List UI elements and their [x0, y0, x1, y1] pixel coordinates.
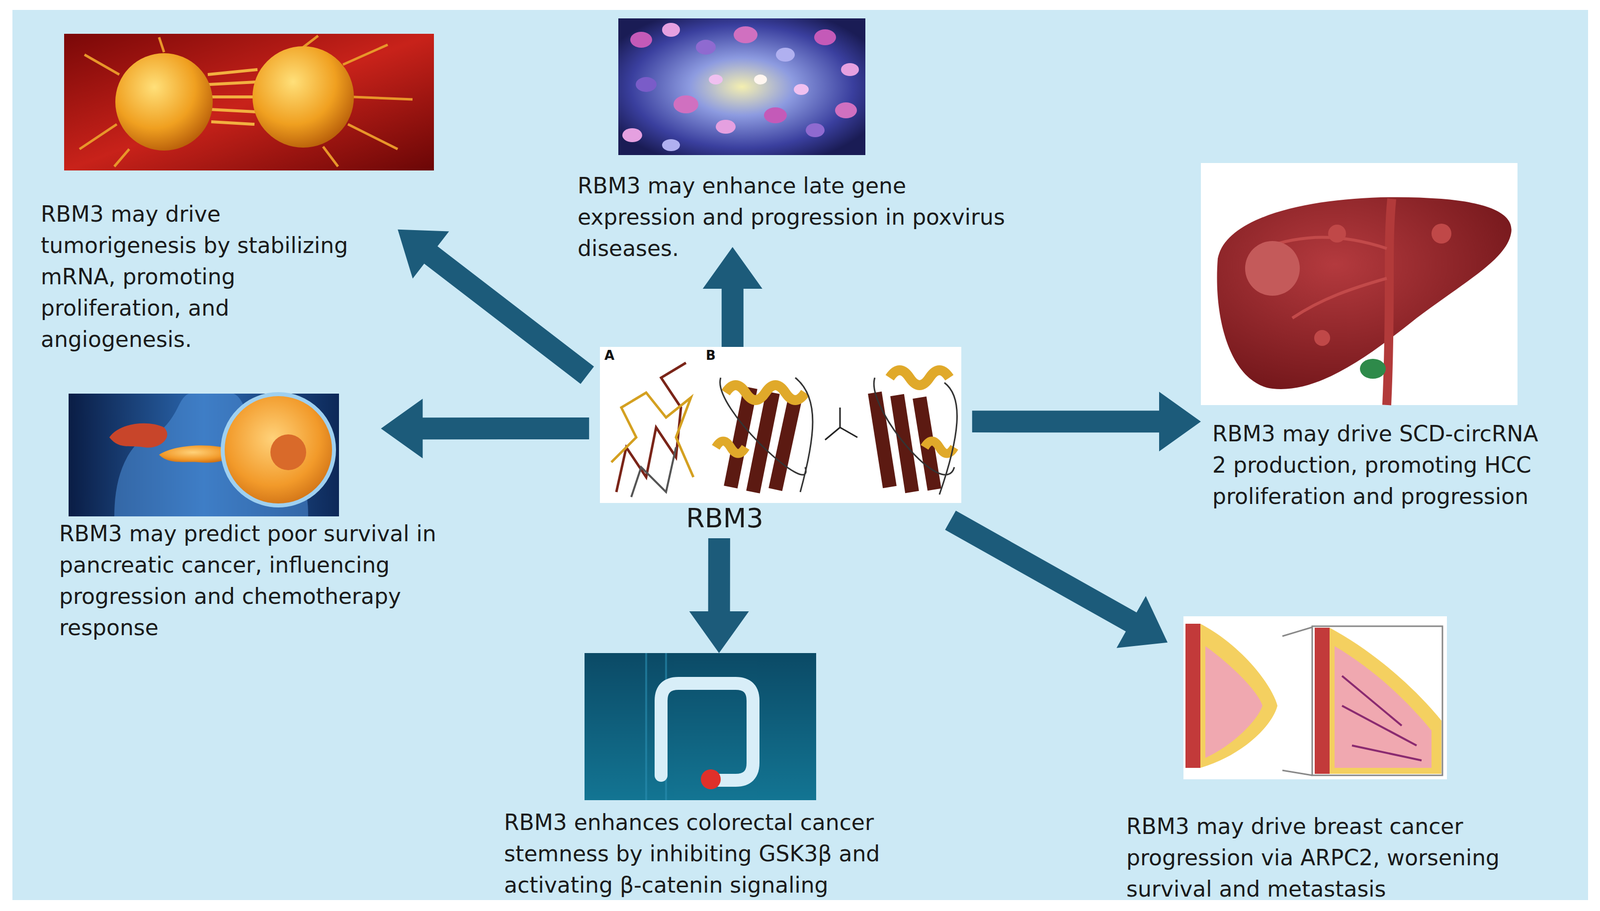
- block-arrow: [380, 398, 590, 459]
- structure-backdrop: [599, 346, 962, 504]
- panel-letter: B: [705, 347, 716, 363]
- fat-layer: [1200, 623, 1278, 768]
- virus-particle: [715, 119, 736, 134]
- gland-tissue: [1205, 646, 1263, 758]
- virus-particle: [775, 47, 795, 62]
- loop-trace: [720, 377, 813, 493]
- tumor-cell: [115, 53, 213, 151]
- virus-particle: [695, 39, 716, 55]
- finding-node: RBM3 may drive tumorigenesis by stabiliz…: [40, 33, 434, 358]
- pancreas-backdrop: [68, 393, 339, 517]
- virus-particle: [662, 22, 680, 37]
- fat-layer: [1329, 627, 1442, 774]
- virus-particle: [630, 31, 653, 48]
- zoom-lines: [1282, 627, 1313, 776]
- beta-strand: [730, 387, 796, 493]
- virus-particle: [622, 128, 643, 143]
- tumor-backdrop: [64, 33, 434, 171]
- virus-particle: [805, 123, 825, 138]
- colon-shape: [661, 683, 754, 781]
- node-text: RBM3 may enhance late gene expression an…: [577, 169, 1019, 264]
- node-text: RBM3 may drive SCD-circRNA 2 production,…: [1212, 418, 1550, 512]
- alpha-helix: [715, 441, 746, 454]
- block-arrow: [972, 391, 1201, 452]
- loop-trace: [873, 377, 957, 495]
- finding-node: RBM3 may predict poor survival in pancre…: [59, 393, 472, 645]
- finding-node: RBM3 may drive SCD-circRNA 2 production,…: [1200, 163, 1556, 514]
- liver-shape: [1216, 197, 1512, 390]
- liver-tumor: [1431, 223, 1452, 244]
- alpha-helix: [889, 370, 950, 386]
- virus-particle: [662, 139, 680, 152]
- axis-symbol: [825, 407, 858, 440]
- virus-particle: [635, 77, 657, 92]
- virus-particle: [733, 26, 758, 44]
- liver-backdrop: [1200, 163, 1518, 406]
- virus-particle: [754, 74, 767, 85]
- liver-tumor: [1328, 224, 1347, 243]
- block-arrow: [702, 247, 763, 347]
- virus-particle: [814, 29, 837, 46]
- alpha-helix: [924, 441, 955, 454]
- central-node: RBM3: [599, 346, 962, 539]
- colon-backdrop: [584, 653, 817, 801]
- gland-tissue: [1334, 646, 1432, 768]
- gallbladder: [1359, 358, 1386, 379]
- finding-node: RBM3 enhances colorectal cancer stemness…: [504, 653, 925, 902]
- virus-particle: [763, 107, 787, 124]
- block-arrow: [944, 510, 1168, 649]
- liver-tumor: [1245, 241, 1300, 296]
- block-arrow: [689, 538, 750, 654]
- colon-tumor: [700, 769, 721, 790]
- zoom-frame: [1312, 626, 1443, 776]
- panel-letter: A: [604, 347, 615, 363]
- virus-particles: [622, 22, 859, 152]
- blood-vessel: [1386, 198, 1392, 406]
- backbone-trace: [611, 392, 694, 478]
- pancreas-inset: [222, 394, 335, 506]
- alpha-helix: [725, 385, 806, 401]
- pancreas-tumor: [270, 434, 307, 471]
- cell-filaments: [207, 69, 258, 125]
- node-text: RBM3 enhances colorectal cancer stemness…: [504, 806, 922, 901]
- virus-particle: [793, 84, 809, 95]
- finding-node: RBM3 may enhance late gene expression an…: [577, 18, 1021, 267]
- virus-backdrop: [618, 18, 866, 156]
- virus-particle: [673, 95, 699, 114]
- liver-organ: [109, 423, 168, 448]
- node-text: RBM3 may drive tumorigenesis by stabiliz…: [40, 198, 364, 355]
- muscle-layer: [1185, 623, 1201, 768]
- virus-particle: [708, 74, 723, 85]
- backbone-trace: [616, 362, 686, 493]
- virus-particle: [835, 102, 857, 119]
- ducts: [1342, 675, 1422, 761]
- node-text: RBM3 may drive breast cancer progression…: [1126, 810, 1534, 905]
- breast-backdrop: [1183, 616, 1447, 780]
- node-text: RBM3 may predict poor survival in pancre…: [59, 517, 472, 644]
- tumor-cell: [252, 46, 354, 148]
- block-arrow: [397, 229, 594, 385]
- muscle-layer: [1314, 627, 1330, 774]
- backbone-trace: [631, 447, 676, 498]
- node-title: RBM3: [674, 501, 775, 536]
- finding-node: RBM3 may drive breast cancer progression…: [1126, 616, 1539, 908]
- cell-protrusions: [79, 35, 413, 167]
- virus-particle: [841, 63, 859, 77]
- liver-tumor: [1314, 330, 1331, 346]
